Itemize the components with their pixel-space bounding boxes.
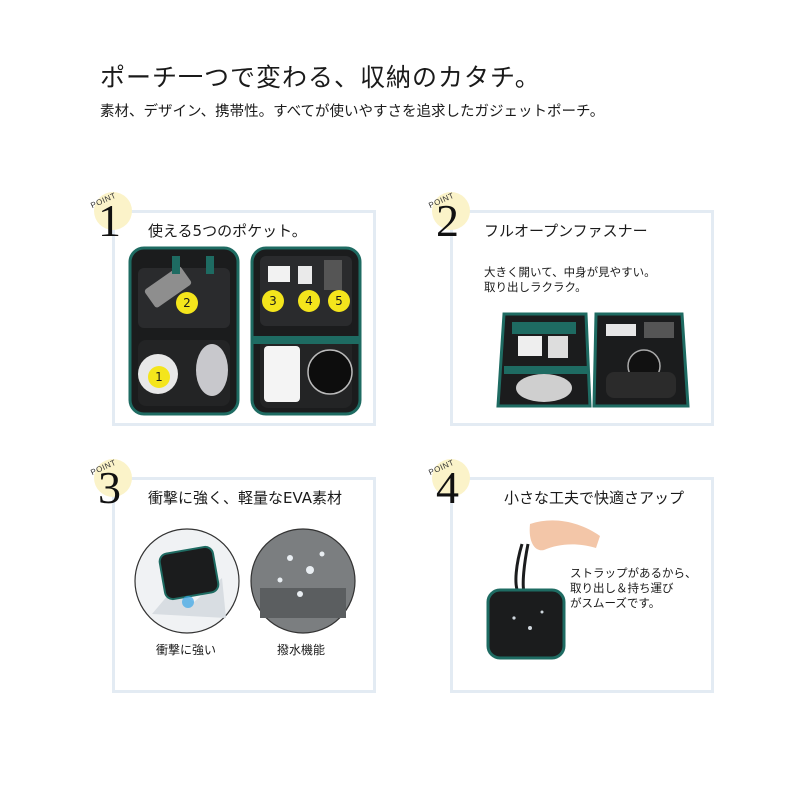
badge-number: 2 [436,195,459,246]
point-4-badge: POINT 4 [427,457,484,523]
pocket-label-1: 1 [148,366,170,388]
hand-strap-case-illustration [486,520,600,660]
pocket-label-3: 3 [262,290,284,312]
point-4-note-line-2: 取り出し＆持ち運び [570,581,674,595]
open-case-pockets-illustration [128,246,362,416]
water-repellent-caption: 撥水機能 [277,643,326,657]
point-4-note-line-3: がスムーズです。 [570,596,661,610]
pocket-label-4: 4 [298,290,320,312]
point-4-note-line-1: ストラップがあるから、 [570,566,697,580]
badge-blob [94,459,132,497]
pocket-label-5: 5 [328,290,350,312]
page-title: ポーチ一つで変わる、収納のカタチ。 [100,63,541,92]
badge-blob [432,192,470,230]
point-3-title: 衝撃に強く、軽量なEVA素材 [148,487,343,508]
water-repellent-illustration [250,528,356,634]
impact-resistance-illustration [134,528,240,634]
point-3-badge: POINT 3 [89,457,146,523]
pocket-label-2: 2 [176,292,198,314]
point-4-title: 小さな工夫で快適さアップ [504,487,685,508]
point-1-title: 使える5つのポケット。 [148,220,307,241]
badge-blob [432,459,470,497]
point-1-badge: POINT 1 [89,190,146,256]
point-2-note-line-2: 取り出しラクラク。 [484,280,587,294]
open-zipper-case-illustration [496,312,690,408]
badge-number: 3 [98,462,121,513]
badge-number: 4 [436,462,459,513]
impact-resistant-caption: 衝撃に強い [156,643,217,657]
badge-number: 1 [98,195,121,246]
page-subtitle: 素材、デザイン、携帯性。すべてが使いやすさを追求したガジェットポーチ。 [100,104,605,120]
point-2-badge: POINT 2 [427,190,484,256]
point-2-title: フルオープンファスナー [484,220,648,241]
point-2-note-line-1: 大きく開いて、中身が見やすい。 [484,265,656,279]
badge-blob [94,192,132,230]
